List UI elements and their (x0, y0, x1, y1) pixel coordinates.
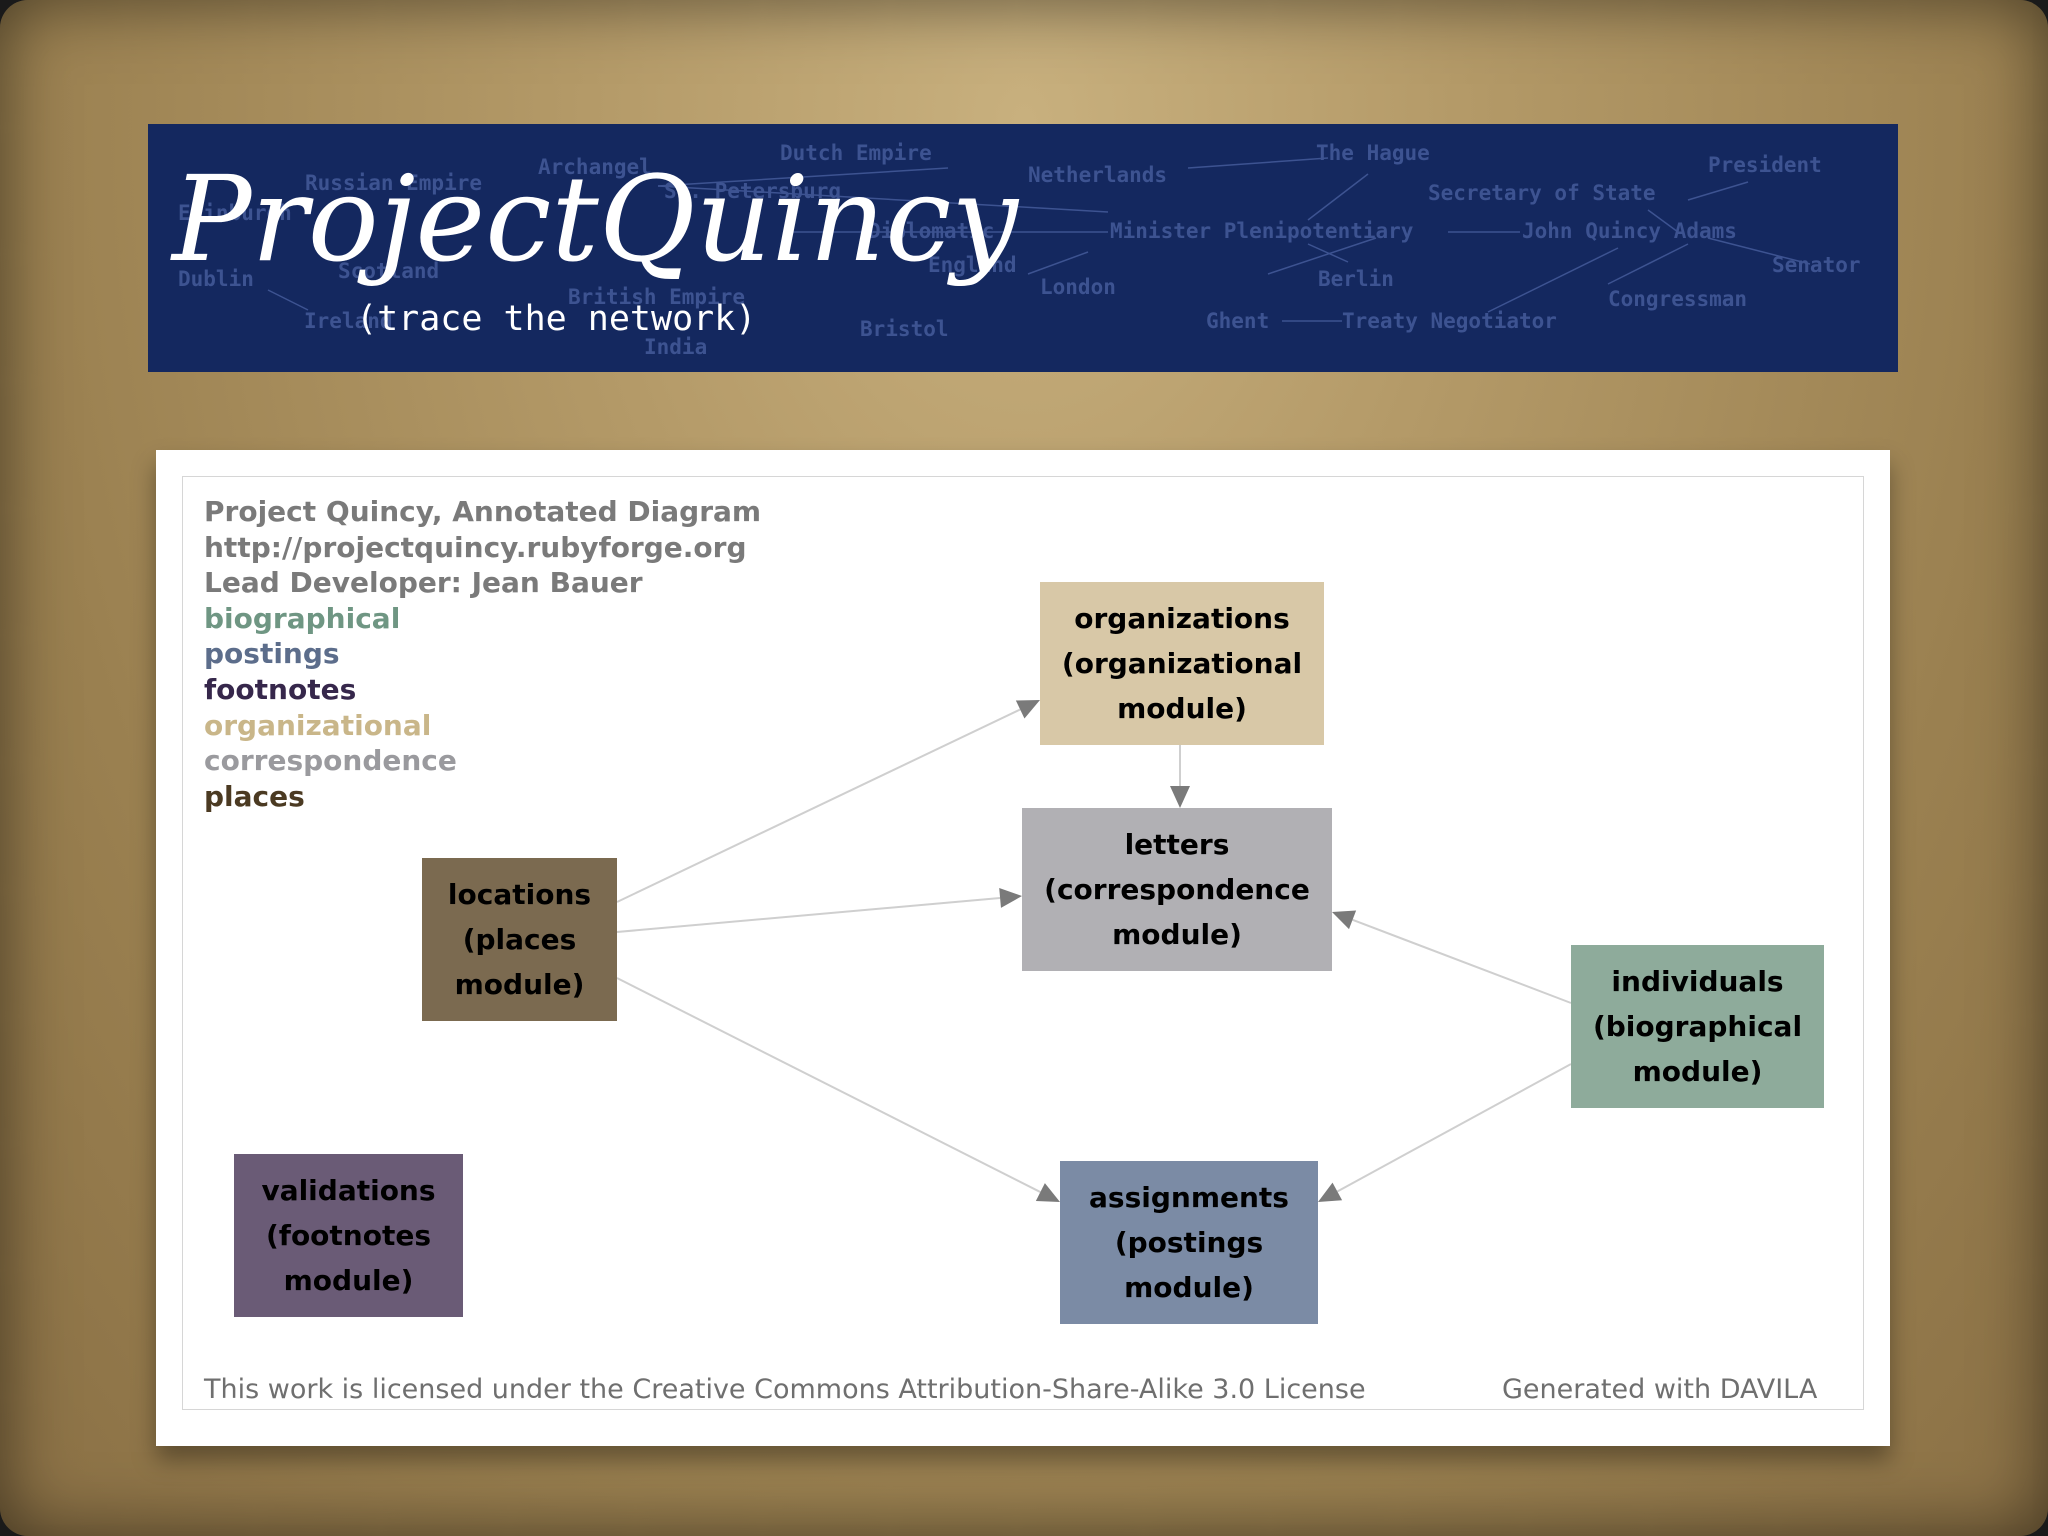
node-individuals: individuals (biographical module) (1571, 945, 1824, 1108)
node-label-line: module) (1112, 918, 1242, 951)
banner-word: St. Petersburg (664, 179, 841, 203)
banner-word: John Quincy Adams (1522, 219, 1737, 243)
node-label-line: module) (1124, 1271, 1254, 1304)
node-label-line: module) (1632, 1055, 1763, 1088)
arrowhead-icon (1318, 1182, 1343, 1202)
legend-item-organizational: organizational (204, 708, 432, 742)
banner-word: Congressman (1608, 287, 1747, 311)
banner-word: Netherlands (1028, 163, 1167, 187)
node-organizations: organizations (organizational module) (1040, 582, 1324, 745)
banner-tagline: (trace the network) (356, 299, 756, 339)
node-label-line: validations (261, 1174, 436, 1207)
arrowhead-icon (1332, 910, 1357, 930)
lead-developer: Lead Developer: Jean Bauer (204, 566, 643, 600)
banner-word: Secretary of State (1428, 181, 1656, 205)
banner-word: Dublin (178, 267, 254, 291)
node-label-line: (biographical (1592, 1010, 1803, 1043)
edge-locations-to-organizations (616, 708, 1021, 903)
edge-individuals-to-letters (1352, 918, 1572, 1004)
banner-word: Treaty Negotiator (1342, 309, 1557, 333)
project-url: http://projectquincy.rubyforge.org (204, 530, 747, 564)
legend-item-correspondence: correspondence (204, 744, 457, 778)
legend-item-footnotes: footnotes (204, 672, 357, 706)
banner-network-graphic: Russian Empire Archangel Dutch Empire Ne… (170, 141, 1861, 359)
node-label-line: (footnotes (265, 1219, 432, 1252)
node-label-line: (organizational (1061, 647, 1303, 680)
node-validations: validations (footnotes module) (234, 1154, 463, 1317)
node-label-line: (correspondence (1044, 873, 1310, 906)
banner-word: Edinburgh (178, 201, 292, 225)
license-notice: This work is licensed under the Creative… (204, 1374, 1366, 1405)
diagram-panel (182, 476, 1864, 1410)
arrowhead-icon (1170, 786, 1190, 808)
legend-item-places: places (204, 779, 305, 813)
banner-word: India (644, 335, 707, 359)
node-label-line: module) (283, 1264, 414, 1297)
banner-word: Minister Plenipotentiary (1110, 219, 1414, 243)
banner-word: London (1040, 275, 1116, 299)
legend-item-biographical: biographical (204, 601, 401, 635)
arrowhead-icon (1035, 1183, 1060, 1202)
node-label-line: organizations (1074, 602, 1290, 635)
banner-word: British Empire (568, 285, 745, 309)
node-label-line: locations (447, 878, 592, 911)
node-label-line: individuals (1611, 965, 1784, 998)
banner-word: Bristol (860, 317, 949, 341)
banner-word: Berlin (1318, 267, 1394, 291)
node-letters: letters (correspondence module) (1022, 808, 1332, 971)
edge-locations-to-assignments (616, 977, 1041, 1193)
legend-item-postings: postings (204, 637, 340, 671)
node-locations: locations (places module) (422, 858, 617, 1021)
banner-word: Russian Empire (305, 171, 482, 195)
diagram-legend: Project Quincy, Annotated Diagram http:/… (204, 494, 761, 814)
banner-word: Scotland (338, 259, 439, 283)
node-assignments: assignments (postings module) (1060, 1161, 1318, 1324)
project-quincy-banner: Russian Empire Archangel Dutch Empire Ne… (148, 124, 1898, 372)
edge-locations-to-letters (616, 896, 1001, 933)
banner-word: England (928, 253, 1017, 277)
node-label-line: module) (1117, 692, 1247, 725)
node-label-line: (postings (1114, 1226, 1264, 1259)
banner-word: The Hague (1316, 141, 1430, 165)
node-label-line: assignments (1089, 1181, 1289, 1214)
node-label-line: letters (1124, 828, 1230, 861)
banner-word: Ghent (1206, 309, 1269, 333)
banner-word: Senator (1772, 253, 1861, 277)
banner-word: Ireland (304, 309, 393, 333)
node-label-line: module) (454, 968, 585, 1001)
banner-word: Diplomatic (868, 219, 994, 243)
arrowhead-icon (1015, 700, 1040, 719)
edge-individuals-to-assignments (1336, 1063, 1572, 1193)
project-quincy-logo: ProjectQuincy (170, 150, 1019, 288)
diagram-title: Project Quincy, Annotated Diagram (204, 495, 762, 528)
banner-word: Archangel (538, 155, 652, 179)
arrowhead-icon (999, 887, 1022, 908)
banner-background-network: Russian Empire Archangel Dutch Empire Ne… (178, 141, 1861, 359)
banner-word: President (1708, 153, 1822, 177)
generator-credit: Generated with DAVILA (1502, 1374, 1818, 1405)
node-label-line: (places (462, 923, 577, 956)
banner-word: Dutch Empire (780, 141, 932, 165)
